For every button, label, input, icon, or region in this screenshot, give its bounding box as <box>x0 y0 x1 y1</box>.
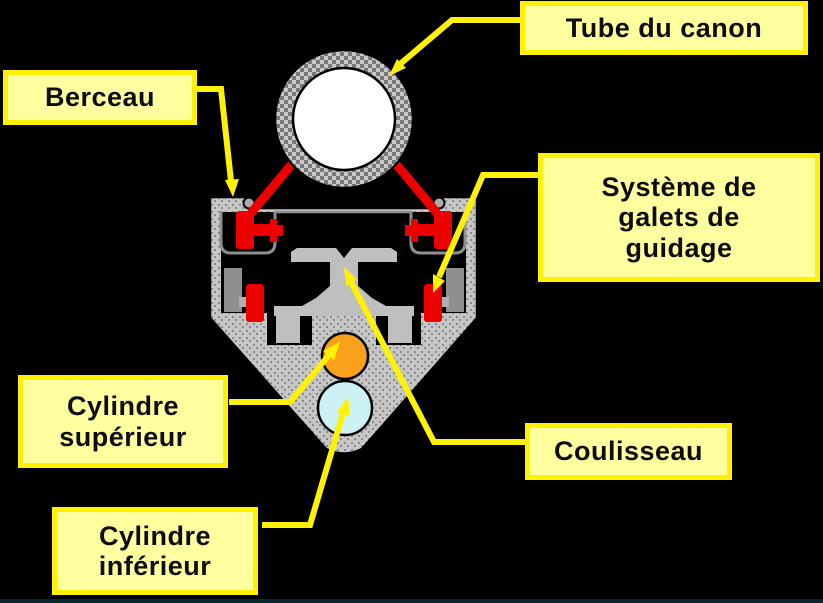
leader-cylindre-inferieur <box>262 412 346 528</box>
right-top-axle-nub <box>405 225 411 236</box>
upper-cylinder <box>320 331 370 381</box>
left-top-axle <box>254 224 272 236</box>
leader-systeme-galets <box>436 172 538 279</box>
right-mid-axle <box>442 297 449 307</box>
leader-arrowheads <box>225 59 445 416</box>
right-strut <box>392 161 441 216</box>
slide-coulisseau <box>274 248 414 343</box>
left-mid-roller <box>246 284 264 322</box>
slide-web <box>316 261 372 298</box>
slide-mid-flange <box>274 298 414 316</box>
arrowhead-cylindre-inferieur <box>337 397 350 416</box>
arrowhead-systeme-galets <box>433 274 445 293</box>
arrowhead-coulisseau <box>344 267 357 286</box>
leader-coulisseau <box>348 280 527 445</box>
left-top-axle-cap <box>270 219 277 242</box>
label-systeme-de-galets-de-guidage: Système de galets de guidage <box>538 153 820 282</box>
label-cylindre-inferieur: Cylindre inférieur <box>52 507 258 595</box>
barrel-struts <box>247 161 441 216</box>
slide-top-flange <box>291 248 397 262</box>
slide-left-foot <box>276 316 300 343</box>
wall-blocks <box>224 268 464 312</box>
leader-cylindre-superieur <box>229 353 332 405</box>
right-wall-block <box>446 268 464 312</box>
gun-tube-bore <box>291 66 397 172</box>
right-top-roller <box>434 211 452 249</box>
slide-right-foot <box>388 316 412 343</box>
leader-lines <box>197 17 538 528</box>
label-tube-du-canon: Tube du canon <box>520 1 808 55</box>
left-roller-housing <box>219 211 277 255</box>
label-cylindre-superieur: Cylindre supérieur <box>18 375 228 468</box>
label-coulisseau: Coulisseau <box>525 423 732 480</box>
leader-berceau <box>197 86 234 182</box>
right-top-axle <box>416 224 434 236</box>
arrowhead-berceau <box>225 179 239 197</box>
left-mid-axle <box>239 297 246 307</box>
right-top-axle-cap <box>411 219 418 242</box>
leader-tube-canon <box>397 17 520 68</box>
bottom-edge-strip <box>0 599 823 603</box>
right-mid-roller <box>424 284 442 322</box>
left-top-roller <box>236 211 254 249</box>
upper-guide-rollers <box>236 211 452 249</box>
middle-guide-rollers <box>239 284 449 322</box>
arrowhead-cylindre-superieur <box>323 342 340 360</box>
left-top-axle-nub <box>277 225 283 236</box>
gun-tube <box>273 48 415 190</box>
left-wall-block <box>224 268 242 312</box>
left-strut <box>247 161 296 216</box>
arrowhead-tube-canon <box>389 59 406 76</box>
right-roller-housing <box>409 211 467 255</box>
label-berceau: Berceau <box>3 70 197 125</box>
roller-housings <box>219 210 467 255</box>
